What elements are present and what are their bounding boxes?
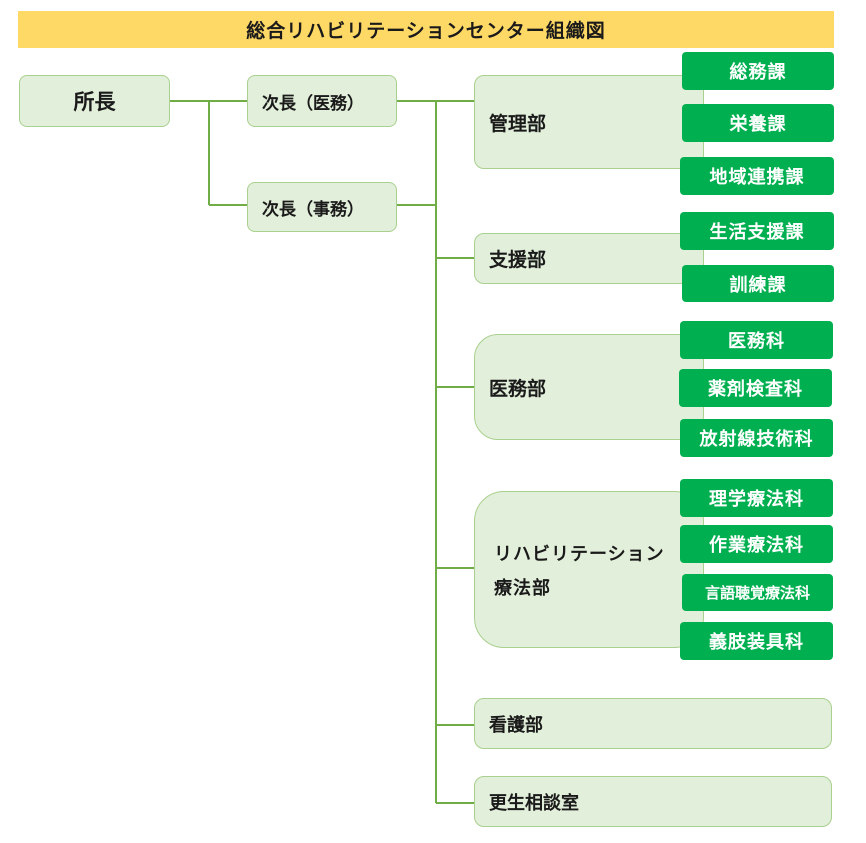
dept-imu-label: 医務部 [489, 377, 547, 400]
dept-imu-box: 医務部 [474, 334, 704, 440]
deputy-admin-box: 次長（事務） [247, 182, 397, 232]
section-eiyo: 栄養課 [682, 104, 834, 142]
deputy-medical-box: 次長（医務） [247, 75, 397, 127]
deputy-medical-label: 次長（医務） [262, 93, 364, 114]
page-title: 総合リハビリテーションセンター組織図 [18, 11, 834, 48]
section-sagyo-ryoho: 作業療法科 [680, 525, 833, 563]
deputy-admin-label: 次長（事務） [262, 199, 364, 220]
dept-rehab-label-line2: 療法部 [494, 578, 551, 599]
dept-rehab-box [474, 491, 704, 648]
section-chiiki-renkei: 地域連携課 [680, 157, 834, 195]
section-yakuzai-kensa: 薬剤検査科 [679, 369, 832, 407]
dept-kanri-label: 管理部 [489, 112, 547, 135]
director-box: 所長 [19, 75, 170, 127]
dept-kanri-box: 管理部 [474, 75, 704, 169]
dept-kosei-label: 更生相談室 [489, 792, 579, 814]
dept-shien-box: 支援部 [474, 233, 704, 284]
section-gengo-chokaku-ryoho: 言語聴覚療法科 [682, 574, 833, 611]
dept-rehab-label-line1: リハビリテーション [494, 544, 665, 565]
section-somu: 総務課 [682, 52, 834, 90]
section-gishi-sogu: 義肢装具科 [680, 622, 833, 660]
dept-kango-box: 看護部 [474, 698, 832, 749]
director-label: 所長 [73, 90, 116, 114]
dept-kosei-box: 更生相談室 [474, 776, 832, 827]
section-rigaku-ryoho: 理学療法科 [680, 479, 833, 517]
dept-rehab-label: リハビリテーション 療法部 [494, 538, 694, 606]
section-kunren: 訓練課 [682, 265, 834, 302]
section-hoshasen-gijutsu: 放射線技術科 [680, 419, 833, 457]
dept-shien-label: 支援部 [489, 249, 547, 271]
dept-kango-label: 看護部 [489, 714, 543, 736]
section-seikatsu-shien: 生活支援課 [680, 212, 834, 250]
section-imuka: 医務科 [680, 321, 833, 359]
